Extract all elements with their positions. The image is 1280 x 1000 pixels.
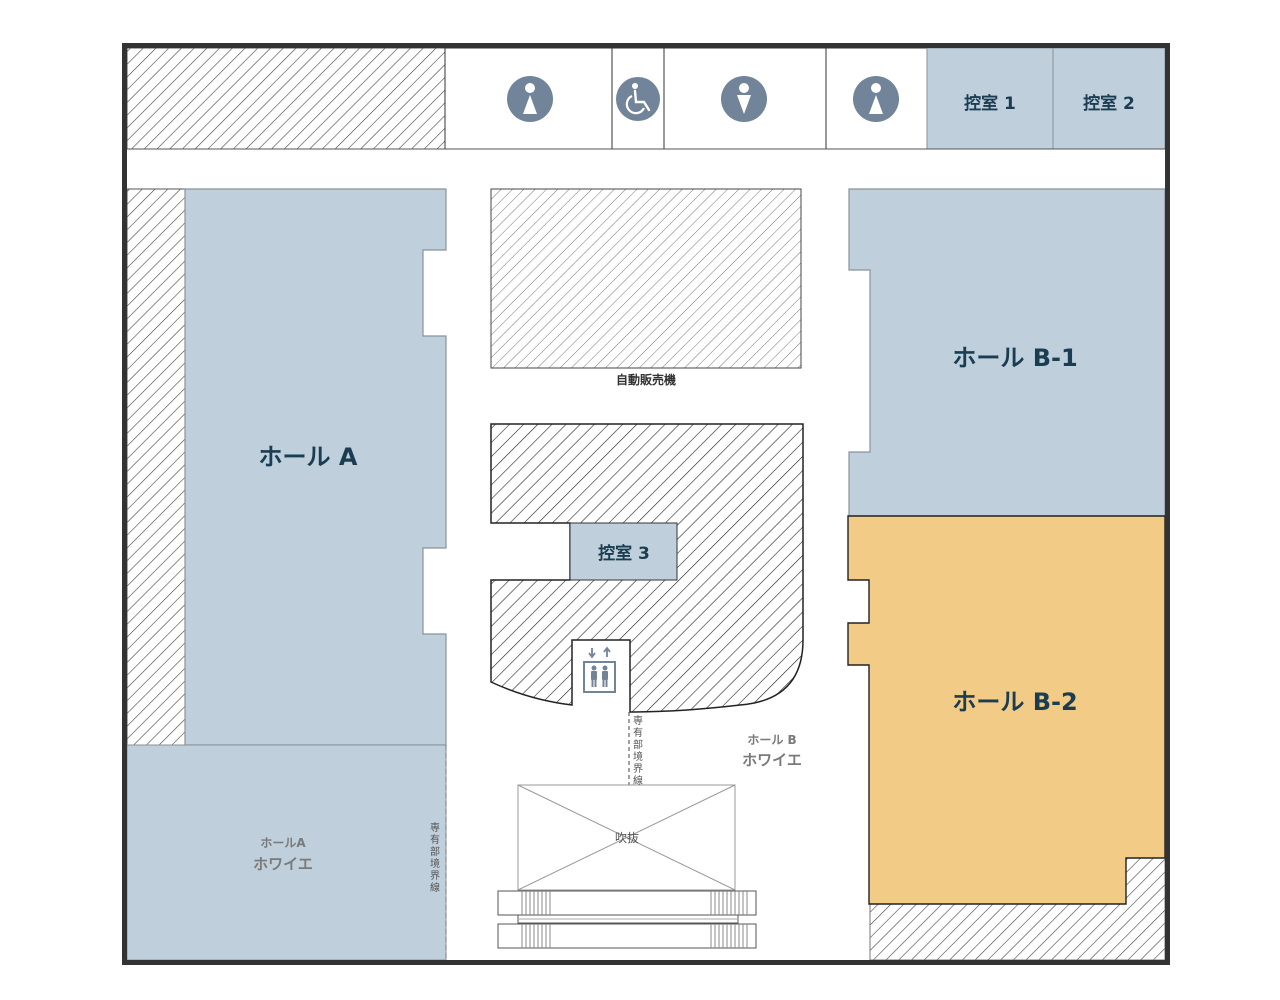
waiting-room-3[interactable]: 控室 3: [569, 522, 678, 581]
boundary-label-a: 専 有 部 境 界 線: [430, 822, 440, 894]
hall-a[interactable]: ホール A: [184, 188, 447, 746]
boundary-label-b: 専 有 部 境 界 線: [633, 715, 643, 787]
waiting-room-1-label: 控室 1: [964, 93, 1016, 114]
svg-text:有: 有: [430, 833, 440, 846]
hall-b2[interactable]: ホール B-2: [847, 515, 1166, 905]
svg-text:界: 界: [633, 763, 643, 775]
svg-text:部: 部: [430, 845, 440, 858]
svg-text:有: 有: [633, 726, 643, 739]
waiting-room-2-label: 控室 2: [1083, 93, 1135, 114]
hall-b1-label: ホール B-1: [952, 344, 1077, 372]
elevator-icon[interactable]: [583, 646, 616, 693]
vending-machine-label: 自動販売機: [616, 372, 676, 387]
svg-text:線: 線: [633, 774, 643, 787]
hall-b-foyer-line1: ホール B: [747, 733, 796, 747]
svg-text:境: 境: [633, 750, 643, 763]
female-restroom-icon[interactable]: [507, 76, 553, 122]
outer-wall: [122, 43, 1170, 965]
female-restroom-icon[interactable]: [853, 76, 899, 122]
waiting-room-1[interactable]: 控室 1: [926, 47, 1054, 150]
atrium: 吹抜: [517, 784, 736, 891]
escalator[interactable]: [497, 890, 757, 949]
hall-b2-label: ホール B-2: [952, 688, 1077, 716]
waiting-room-2[interactable]: 控室 2: [1052, 47, 1166, 150]
atrium-label: 吹抜: [615, 831, 639, 845]
svg-text:境: 境: [430, 857, 440, 870]
hall-a-label: ホール A: [259, 443, 358, 471]
male-restroom-icon[interactable]: [721, 76, 767, 122]
svg-text:線: 線: [430, 881, 440, 894]
top-left-hatched-area: [126, 47, 446, 150]
hall-a-foyer[interactable]: ホールA ホワイエ: [126, 744, 447, 961]
hall-b-foyer[interactable]: ホール B ホワイエ: [742, 733, 802, 769]
hall-a-foyer-line2: ホワイエ: [253, 855, 313, 873]
svg-text:部: 部: [633, 738, 643, 751]
vending-machine-area[interactable]: 自動販売機: [490, 188, 802, 387]
svg-text:専: 専: [633, 715, 643, 727]
hall-b-foyer-line2: ホワイエ: [742, 751, 802, 769]
left-hatched-column: [126, 188, 186, 746]
svg-text:界: 界: [430, 870, 440, 882]
svg-text:専: 専: [430, 822, 440, 834]
waiting-room-3-label: 控室 3: [598, 543, 650, 564]
hall-a-foyer-line1: ホールA: [260, 836, 306, 850]
hall-b1[interactable]: ホール B-1: [848, 188, 1166, 517]
wheelchair-icon[interactable]: [616, 77, 660, 121]
